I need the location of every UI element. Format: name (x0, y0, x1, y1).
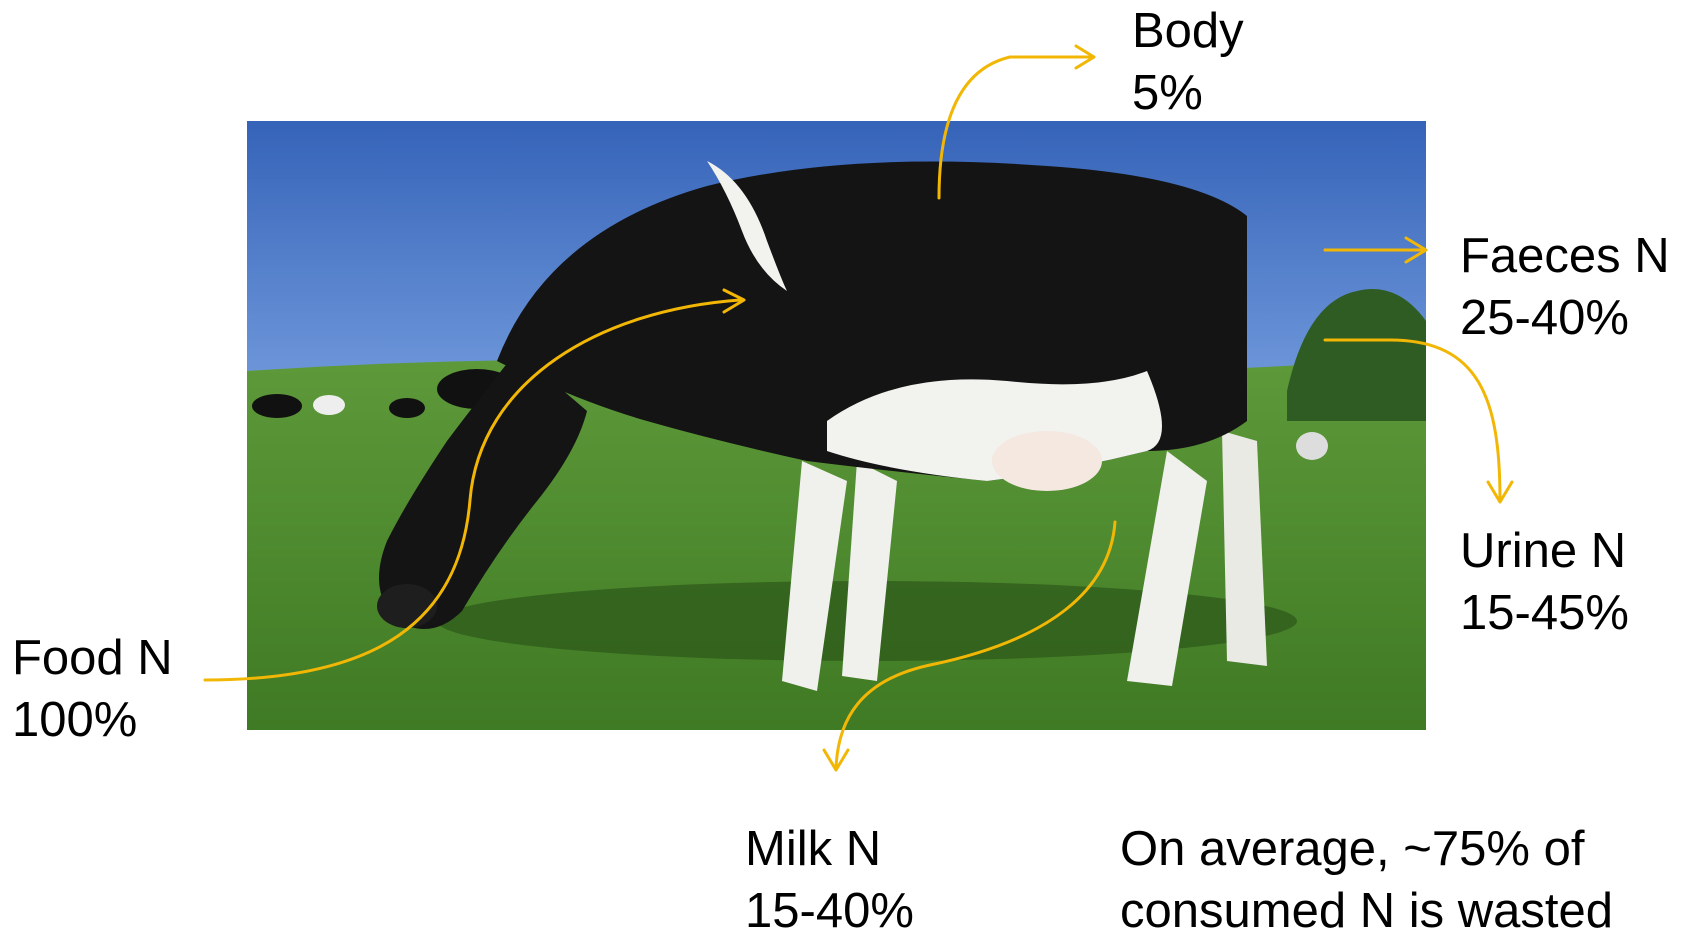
body-name: Body (1132, 0, 1244, 62)
summary-note: On average, ~75% of consumed N is wasted (1120, 818, 1613, 942)
cow-photo (247, 121, 1426, 730)
body-arrow-head (1076, 46, 1094, 68)
food-value: 100% (12, 689, 173, 751)
faeces-name: Faeces N (1460, 225, 1670, 287)
cow-illustration (247, 121, 1426, 730)
body-value: 5% (1132, 62, 1244, 124)
body-label: Body 5% (1132, 0, 1244, 124)
faeces-label: Faeces N 25-40% (1460, 225, 1670, 349)
summary-note-line2: consumed N is wasted (1120, 880, 1613, 942)
milk-value: 15-40% (745, 880, 914, 942)
urine-value: 15-45% (1460, 582, 1629, 644)
milk-name: Milk N (745, 818, 914, 880)
urine-name: Urine N (1460, 520, 1629, 582)
milk-label: Milk N 15-40% (745, 818, 914, 942)
milk-arrow-head (824, 750, 848, 770)
food-name: Food N (12, 627, 173, 689)
faeces-value: 25-40% (1460, 287, 1670, 349)
food-label: Food N 100% (12, 627, 173, 751)
summary-note-line1: On average, ~75% of (1120, 818, 1613, 880)
urine-label: Urine N 15-45% (1460, 520, 1629, 644)
cow-muzzle (377, 584, 437, 628)
urine-arrow-head (1488, 482, 1512, 502)
cow-udder (992, 431, 1102, 491)
